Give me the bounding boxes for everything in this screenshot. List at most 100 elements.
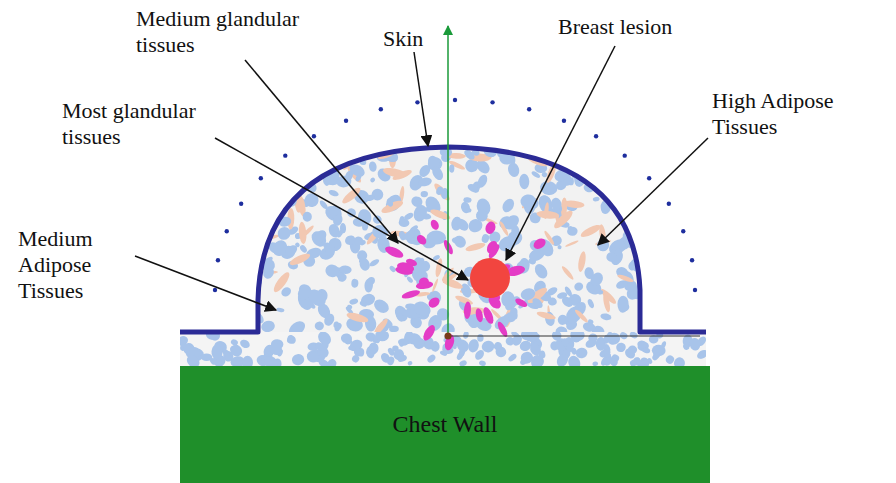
glandular-cell	[280, 149, 292, 160]
glandular-cell	[425, 340, 434, 350]
glandular-cell	[496, 233, 519, 254]
adipose-cell	[298, 221, 307, 244]
region-label: Chest Wall	[393, 411, 498, 438]
adipose-cell	[434, 258, 443, 278]
glandular-cell	[397, 354, 408, 363]
glandular-cell	[588, 333, 599, 343]
source-dot	[283, 153, 287, 157]
glandular-cell	[313, 341, 325, 353]
glandular-cell	[504, 300, 513, 311]
glandular-cell	[632, 163, 639, 171]
dense-glandular-cell	[514, 297, 529, 309]
glandular-cell	[600, 313, 612, 322]
dense-glandular-cell	[481, 306, 495, 325]
adipose-cell	[579, 223, 602, 240]
glandular-cell	[421, 191, 428, 197]
glandular-cell	[365, 194, 375, 202]
glandular-cell	[519, 332, 533, 342]
glandular-cell	[375, 332, 389, 341]
glandular-cell	[303, 212, 312, 222]
glandular-cell	[322, 312, 336, 327]
glandular-cell	[601, 205, 608, 213]
glandular-cell	[560, 294, 575, 309]
glandular-cell	[379, 351, 392, 364]
source-dot	[681, 229, 685, 233]
callout-label: Medium glandular tissues	[136, 6, 321, 58]
glandular-cell	[456, 350, 465, 361]
glandular-cell	[418, 176, 433, 187]
glandular-cell	[593, 157, 610, 172]
glandular-cell	[617, 295, 629, 312]
glandular-cell	[637, 340, 648, 349]
adipose-cell	[380, 198, 405, 215]
glandular-cell	[587, 298, 596, 309]
glandular-cell	[369, 177, 376, 184]
adipose-cell	[382, 166, 407, 179]
glandular-cell	[430, 165, 445, 182]
adipose-cell	[441, 276, 464, 291]
source-dot	[415, 100, 419, 104]
callout-label: Breast lesion	[558, 14, 728, 40]
glandular-cell	[557, 245, 562, 250]
callout-label: Skin	[383, 26, 443, 52]
glandular-cell	[502, 212, 522, 232]
glandular-cell	[239, 338, 252, 350]
glandular-cell	[348, 345, 357, 351]
source-dot	[379, 107, 383, 111]
glandular-cell	[242, 356, 253, 366]
glandular-cell	[560, 337, 571, 348]
glandular-cell	[476, 173, 490, 189]
glandular-cell	[336, 272, 348, 283]
source-dot	[667, 202, 671, 206]
glandular-cell	[601, 154, 615, 166]
glandular-cell	[359, 258, 366, 264]
glandular-cell	[575, 347, 588, 359]
glandular-cell	[255, 148, 264, 157]
glandular-cell	[592, 196, 600, 202]
glandular-cell	[548, 151, 556, 161]
glandular-cell	[531, 170, 541, 179]
glandular-cell	[331, 213, 344, 227]
adipose-cell	[454, 294, 474, 306]
source-dot	[490, 100, 494, 104]
dense-glandular-cell	[463, 301, 471, 319]
glandular-cell	[349, 298, 359, 306]
chest-wall-block: Chest Wall	[180, 366, 710, 483]
dense-glandular-cell	[487, 243, 501, 260]
glandular-cell	[582, 321, 596, 333]
breast-body	[258, 147, 640, 332]
adipose-cell	[346, 311, 370, 324]
source-dot	[647, 176, 651, 180]
glandular-cell	[452, 233, 469, 250]
adipose-cell	[560, 265, 574, 281]
glandular-cell	[339, 265, 352, 274]
glandular-cell	[451, 237, 462, 245]
glandular-cell	[359, 300, 368, 308]
glandular-cell	[651, 351, 661, 362]
glandular-cell	[398, 340, 404, 347]
glandular-cell	[615, 181, 625, 191]
glandular-cell	[314, 321, 324, 331]
glandular-cell	[283, 243, 299, 259]
glandular-cell	[593, 149, 607, 165]
glandular-cell	[538, 194, 552, 207]
leader-line	[215, 138, 468, 280]
glandular-cell	[368, 161, 377, 173]
source-dot	[527, 107, 531, 111]
glandular-cell	[556, 313, 569, 327]
glandular-cell	[286, 334, 297, 346]
callout-label: Most glandular tissues	[62, 98, 242, 150]
glandular-cell	[627, 211, 640, 225]
glandular-cell	[323, 242, 331, 250]
callout-label: High Adipose Tissues	[712, 88, 862, 140]
dense-glandular-cell	[396, 261, 415, 274]
adipose-cell	[617, 273, 635, 283]
glandular-cell	[371, 224, 389, 241]
adipose-cell	[271, 270, 292, 294]
origin-dot	[445, 333, 452, 340]
adipose-cell	[562, 200, 584, 209]
glandular-cell	[530, 354, 544, 366]
glandular-cell	[426, 353, 437, 364]
glandular-cell	[365, 344, 377, 357]
dense-glandular-cell	[415, 233, 428, 246]
